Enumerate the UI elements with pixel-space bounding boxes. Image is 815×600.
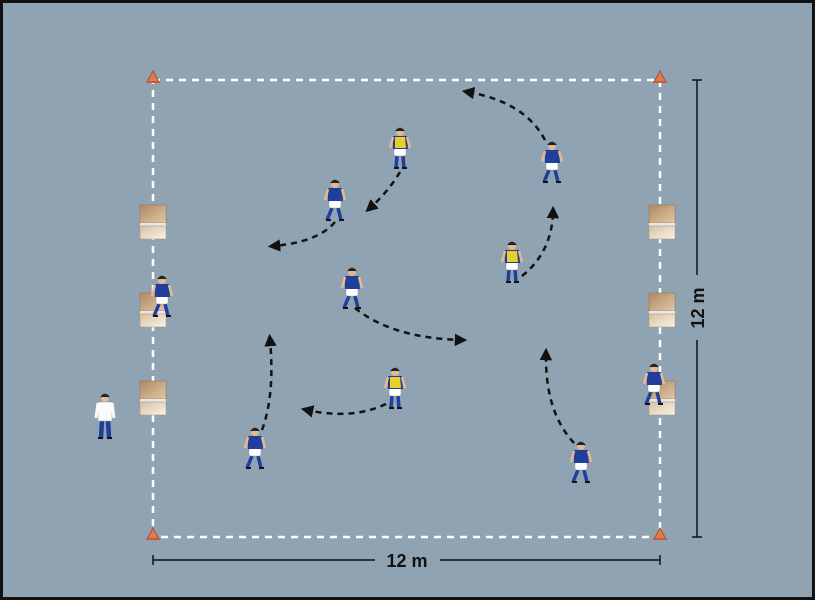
mini-goal-icon xyxy=(648,292,676,328)
arrow xyxy=(461,86,547,141)
arrow xyxy=(260,333,277,431)
mini-goal-icon xyxy=(648,204,676,240)
field-boundary xyxy=(151,78,662,539)
mini-goal-icon xyxy=(139,204,167,240)
width-label: 12 m xyxy=(386,551,427,571)
arrow xyxy=(521,205,560,277)
arrow xyxy=(365,171,402,213)
movement-arrows xyxy=(260,86,575,444)
arrow xyxy=(300,402,387,418)
height-dimension-line xyxy=(692,79,702,538)
mini-goal-icon xyxy=(139,380,167,416)
width-dimension-line xyxy=(152,555,661,565)
arrow xyxy=(267,221,336,252)
height-label: 12 m xyxy=(688,287,708,328)
